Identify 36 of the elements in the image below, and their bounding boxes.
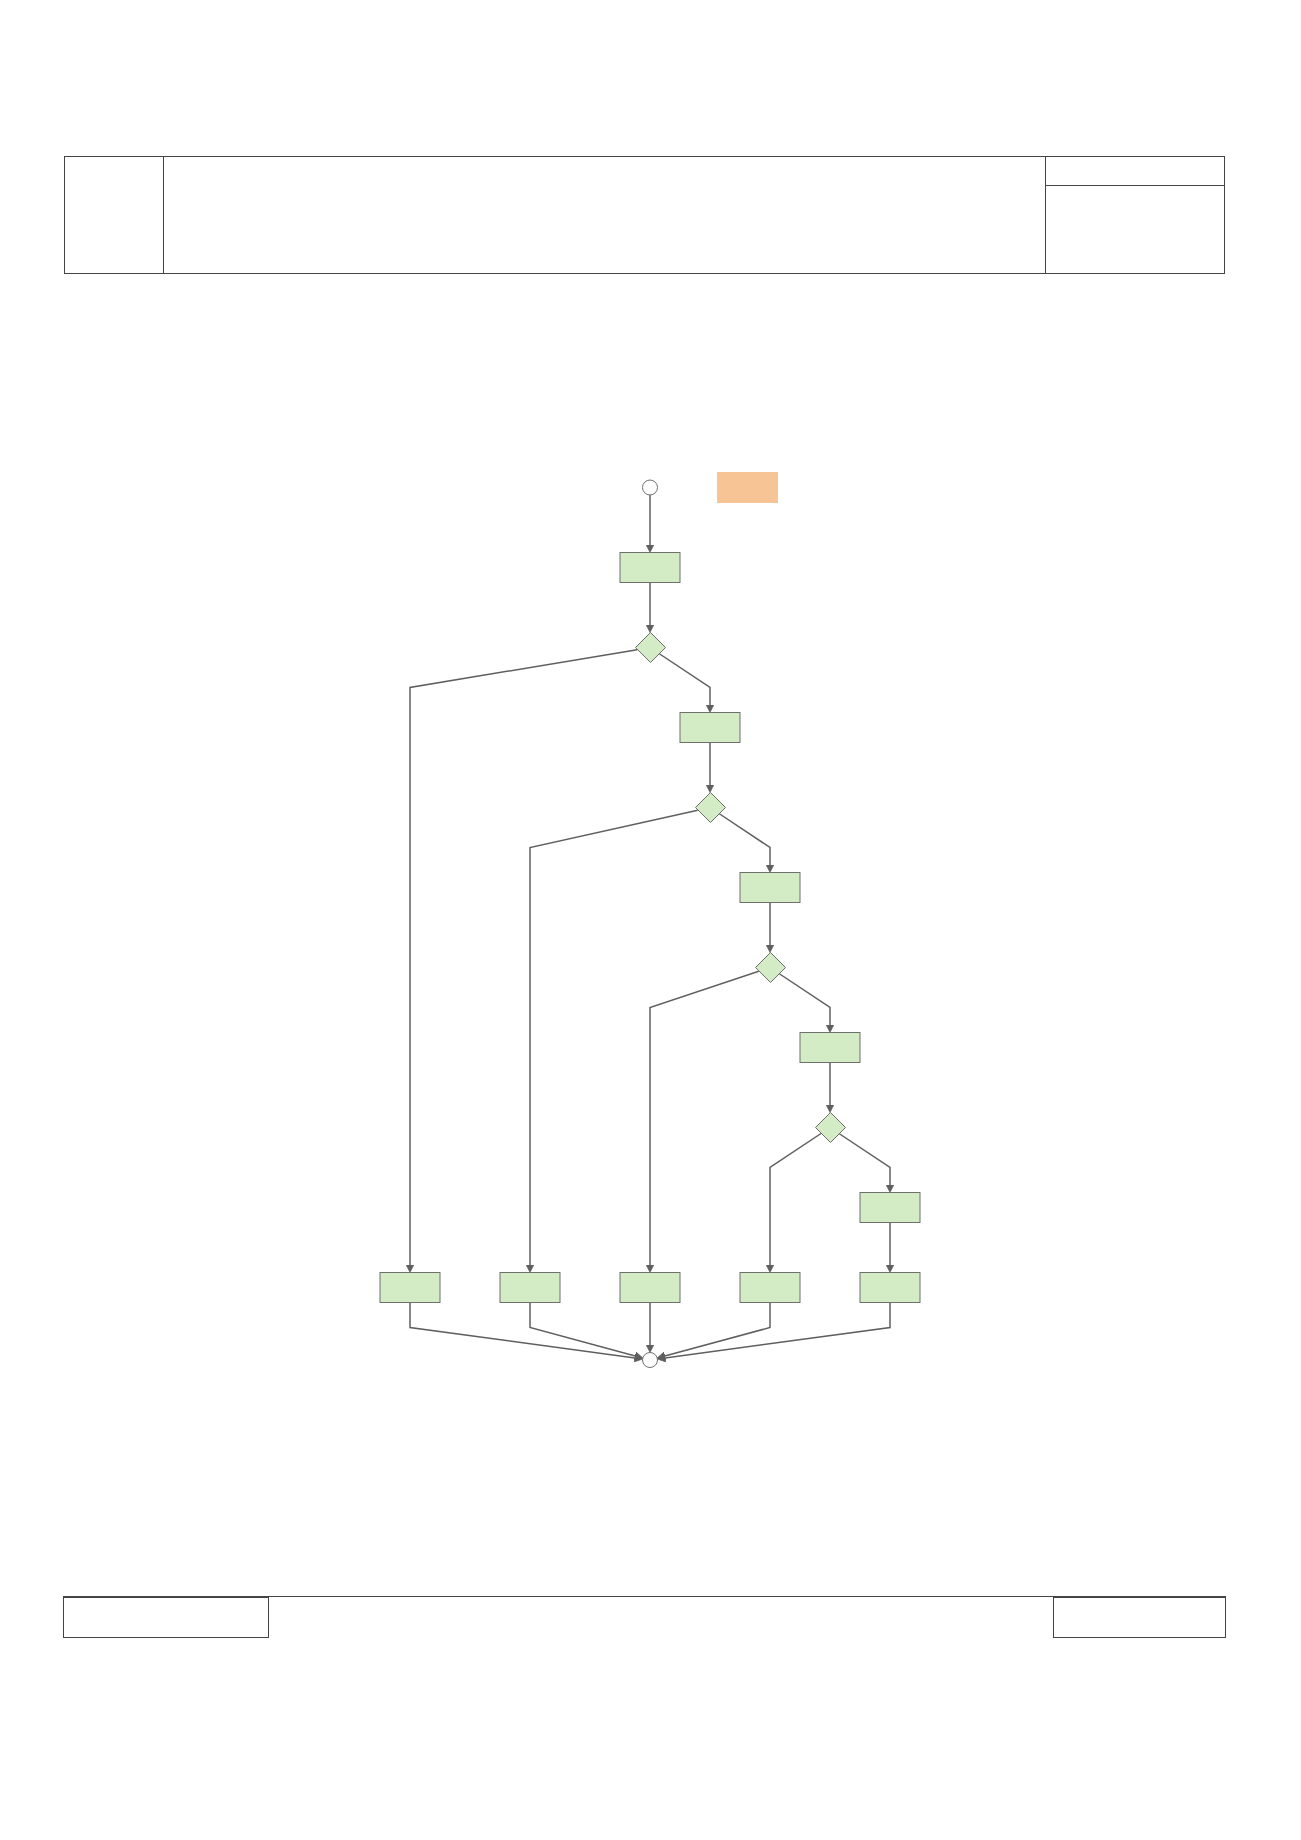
arrow	[645, 1301, 655, 1353]
node-diamond	[695, 792, 726, 823]
node-circle	[642, 1352, 658, 1368]
arrow	[656, 1301, 771, 1361]
arrow	[718, 812, 775, 873]
arrow	[657, 1301, 891, 1363]
arrow	[705, 741, 715, 793]
arrow	[645, 581, 655, 633]
arrow	[885, 1221, 895, 1273]
arrow	[645, 970, 760, 1273]
arrow	[765, 1132, 822, 1273]
node-box	[499, 1272, 561, 1303]
node-box	[739, 1272, 801, 1303]
arrow	[778, 972, 835, 1033]
arrow	[838, 1132, 895, 1193]
node-bar	[717, 472, 778, 503]
arrow	[409, 1301, 643, 1363]
arrow	[645, 494, 655, 553]
node-box	[679, 712, 741, 743]
node-box	[799, 1032, 861, 1063]
node-box	[619, 552, 681, 583]
node-box	[619, 1272, 681, 1303]
node-circle	[642, 479, 658, 496]
node-box	[379, 1272, 441, 1303]
arrow	[765, 901, 775, 953]
node-box	[739, 872, 801, 903]
node-box	[859, 1192, 921, 1223]
node-diamond	[815, 1112, 846, 1143]
arrow	[658, 652, 715, 713]
arrow	[525, 809, 699, 1273]
arrow	[825, 1061, 835, 1113]
arrow	[529, 1301, 644, 1361]
arrow	[405, 648, 638, 1273]
node-box	[859, 1272, 921, 1303]
node-diamond	[635, 632, 666, 663]
node-diamond	[755, 952, 786, 983]
